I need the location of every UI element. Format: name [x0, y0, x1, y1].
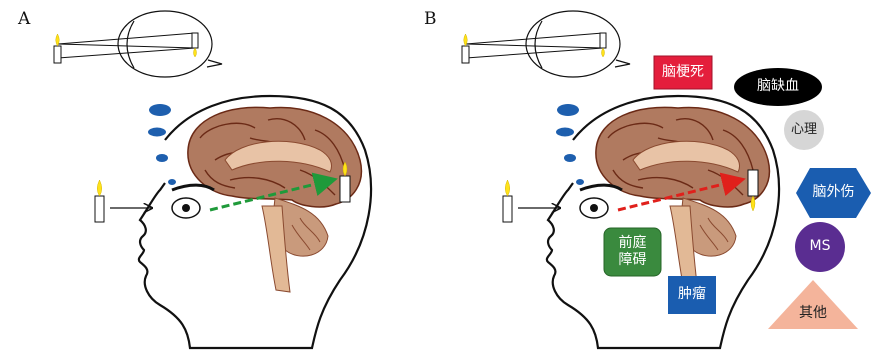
- panel-a: [54, 11, 371, 348]
- cause-trauma-label: 脑外伤: [796, 168, 871, 218]
- cause-ischemia-label: 脑缺血: [734, 68, 822, 106]
- cause-other-label: 其他: [788, 302, 838, 326]
- eyeball-diagram: [462, 11, 630, 77]
- candle-icon: [503, 180, 512, 222]
- fluid-drop: [149, 104, 171, 116]
- fluid-drop: [564, 154, 576, 162]
- cause-psych-label: 心理: [784, 110, 824, 150]
- cause-vestibular-label: 前庭 障碍: [604, 228, 661, 276]
- fluid-drop: [148, 128, 166, 137]
- cause-vestibular-line2: 障碍: [619, 252, 647, 270]
- cause-ms-label: MS: [795, 222, 845, 272]
- fluid-drop: [556, 128, 574, 137]
- fluid-drop: [576, 179, 584, 185]
- pupil: [182, 204, 190, 212]
- eyeball-diagram: [54, 11, 222, 77]
- cause-infarct-label: 脑梗死: [654, 56, 712, 89]
- cause-vestibular-line1: 前庭: [619, 235, 647, 253]
- fluid-drop: [168, 179, 176, 185]
- pupil: [590, 204, 598, 212]
- fluid-drop: [156, 154, 168, 162]
- candle-icon: [95, 180, 104, 222]
- fluid-drop: [557, 104, 579, 116]
- cause-tumor-label: 肿瘤: [668, 276, 716, 314]
